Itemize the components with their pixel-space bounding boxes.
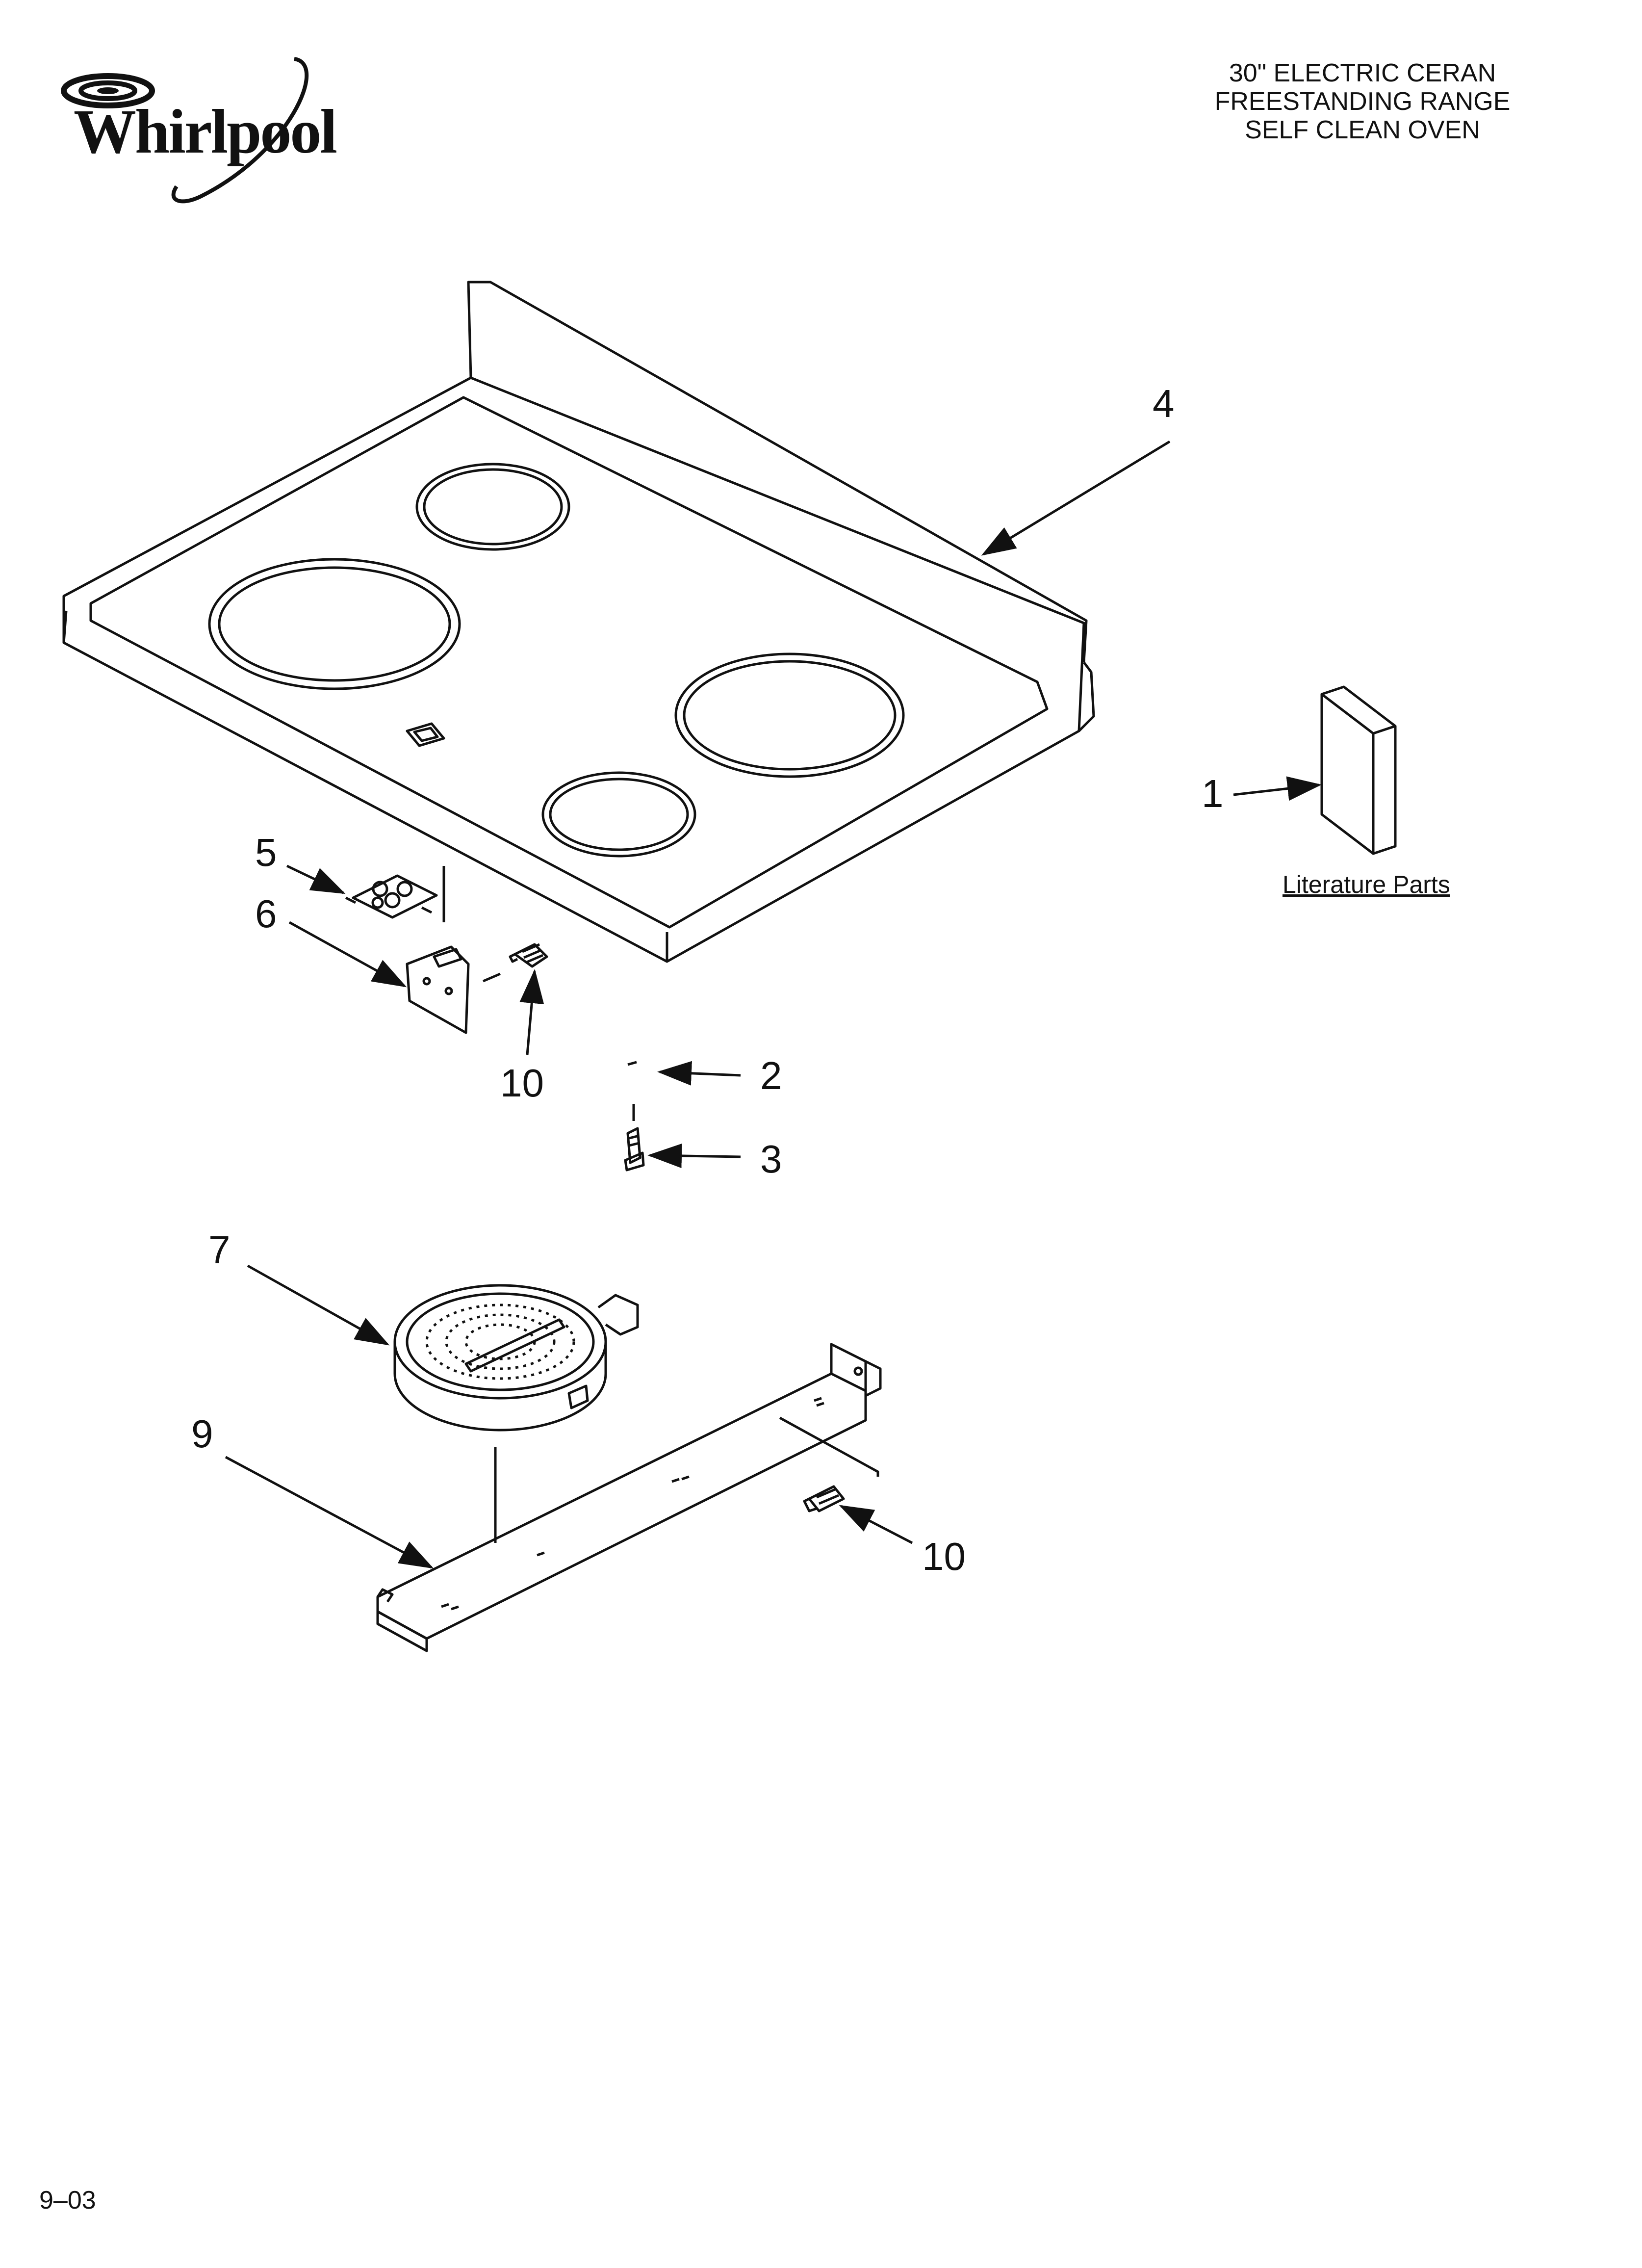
part-10-screw-lower <box>803 1485 845 1512</box>
date-code: 9–03 <box>39 2186 96 2215</box>
brand-wordmark: Whirlpool <box>74 97 337 166</box>
part-2-clip <box>627 1061 637 1066</box>
callout-3: 3 <box>760 1137 782 1181</box>
callout-1: 1 <box>1202 772 1224 815</box>
leader-arrow-10a <box>519 969 544 1055</box>
part-3-screw <box>624 1104 645 1172</box>
leader-arrow-7 <box>247 1264 390 1346</box>
leader-arrow-2 <box>657 1061 741 1086</box>
whirlpool-logo: Whirlpool <box>54 54 348 211</box>
part-7-radiant-element <box>393 1284 639 1543</box>
callout-5: 5 <box>255 831 277 874</box>
title-line-1: 30" ELECTRIC CERAN <box>1229 59 1496 87</box>
part-5-switch <box>345 866 445 922</box>
diagram-title: 30" ELECTRIC CERAN FREESTANDING RANGE SE… <box>1142 59 1583 144</box>
swirl-icon <box>61 57 309 204</box>
leader-arrow-6 <box>288 921 407 988</box>
cooktop-glass <box>62 281 1095 963</box>
leader-arrow-3 <box>647 1144 741 1169</box>
literature-parts-label: Literature Parts <box>1283 871 1450 898</box>
leader-arrow-5 <box>286 864 346 894</box>
callout-7: 7 <box>208 1228 231 1272</box>
leader-arrow-10b <box>839 1505 913 1544</box>
callout-2: 2 <box>760 1054 782 1097</box>
callout-9: 9 <box>191 1412 213 1456</box>
title-line-3: SELF CLEAN OVEN <box>1245 116 1480 144</box>
literature-parts-booklet <box>1320 685 1397 855</box>
part-6-bracket <box>406 945 501 1034</box>
leader-arrow-9 <box>225 1456 434 1569</box>
part-9-support-bar <box>376 1343 882 1652</box>
callout-10-upper: 10 <box>500 1061 544 1105</box>
leader-arrow-1 <box>1233 776 1322 801</box>
leader-arrow-4 <box>981 440 1171 556</box>
title-line-2: FREESTANDING RANGE <box>1214 87 1511 116</box>
callout-4: 4 <box>1153 382 1175 425</box>
part-10-screw-upper <box>509 943 548 968</box>
callout-10-lower: 10 <box>922 1535 966 1578</box>
callout-6: 6 <box>255 892 277 936</box>
